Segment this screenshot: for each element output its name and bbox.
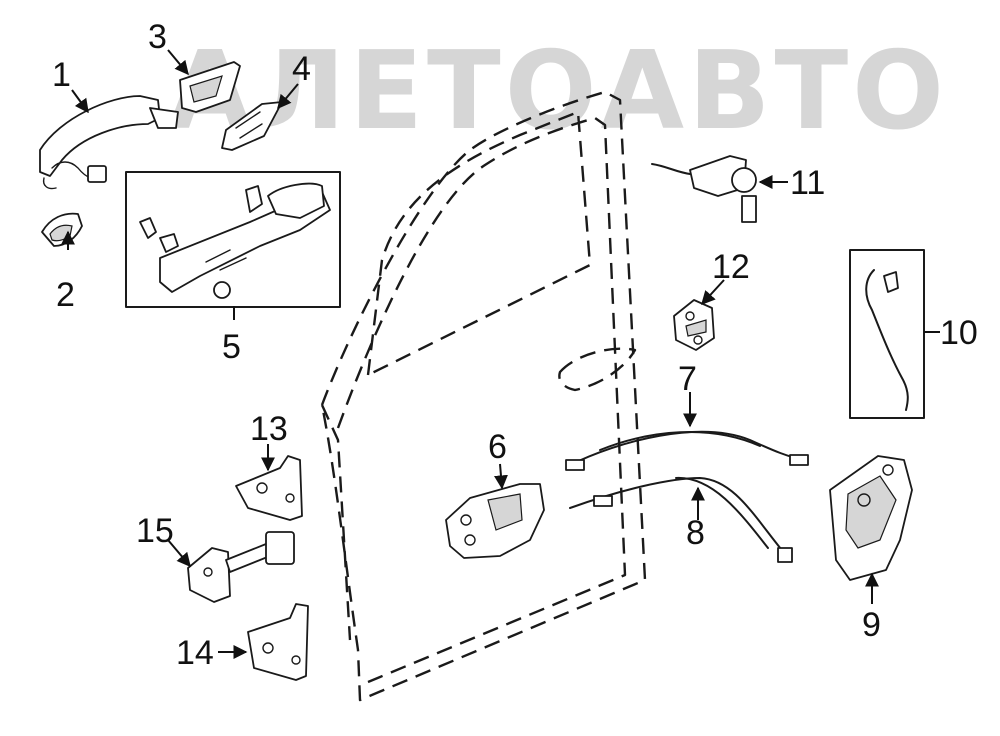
callout-3: 3: [148, 18, 167, 56]
part-door-latch: [829, 455, 913, 581]
callout-14: 14: [176, 634, 214, 672]
part-gasket: [221, 101, 283, 151]
part-handle-frame-box: [125, 171, 341, 308]
callout-10: 10: [940, 314, 978, 352]
watermark-text: АЛЕТОАВТО: [168, 29, 948, 154]
part-cable-upper: [565, 430, 809, 471]
part-inner-door-handle: [445, 483, 545, 559]
part-outer-door-handle: [39, 95, 179, 190]
callout-8: 8: [686, 514, 705, 552]
part-lower-hinge: [247, 603, 309, 681]
part-handle-cap: [41, 212, 83, 247]
callout-7: 7: [678, 360, 697, 398]
callout-2: 2: [56, 276, 75, 314]
part-striker: [673, 299, 715, 351]
watermark: АЛЕТОАВТО: [168, 29, 948, 154]
callout-labels: 1 2 3 4 5 6 7 8 9 10 11 12 13 14 15: [52, 18, 978, 672]
part-lock-rod-box: [849, 249, 925, 419]
part-handle-cover: [179, 61, 241, 113]
callout-9: 9: [862, 606, 881, 644]
part-door-check: [187, 531, 295, 603]
callout-12: 12: [712, 248, 750, 286]
part-cable-lower: [569, 476, 793, 563]
callout-13: 13: [250, 410, 288, 448]
part-upper-hinge: [235, 455, 303, 521]
callout-6: 6: [488, 428, 507, 466]
callout-15: 15: [136, 512, 174, 550]
part-lock-cylinder: [651, 155, 757, 223]
callout-4: 4: [292, 50, 311, 88]
callout-1: 1: [52, 56, 71, 94]
callout-5: 5: [222, 328, 241, 366]
door-outline: [320, 90, 647, 702]
callout-11: 11: [790, 164, 825, 202]
leader-lines: [61, 49, 940, 659]
